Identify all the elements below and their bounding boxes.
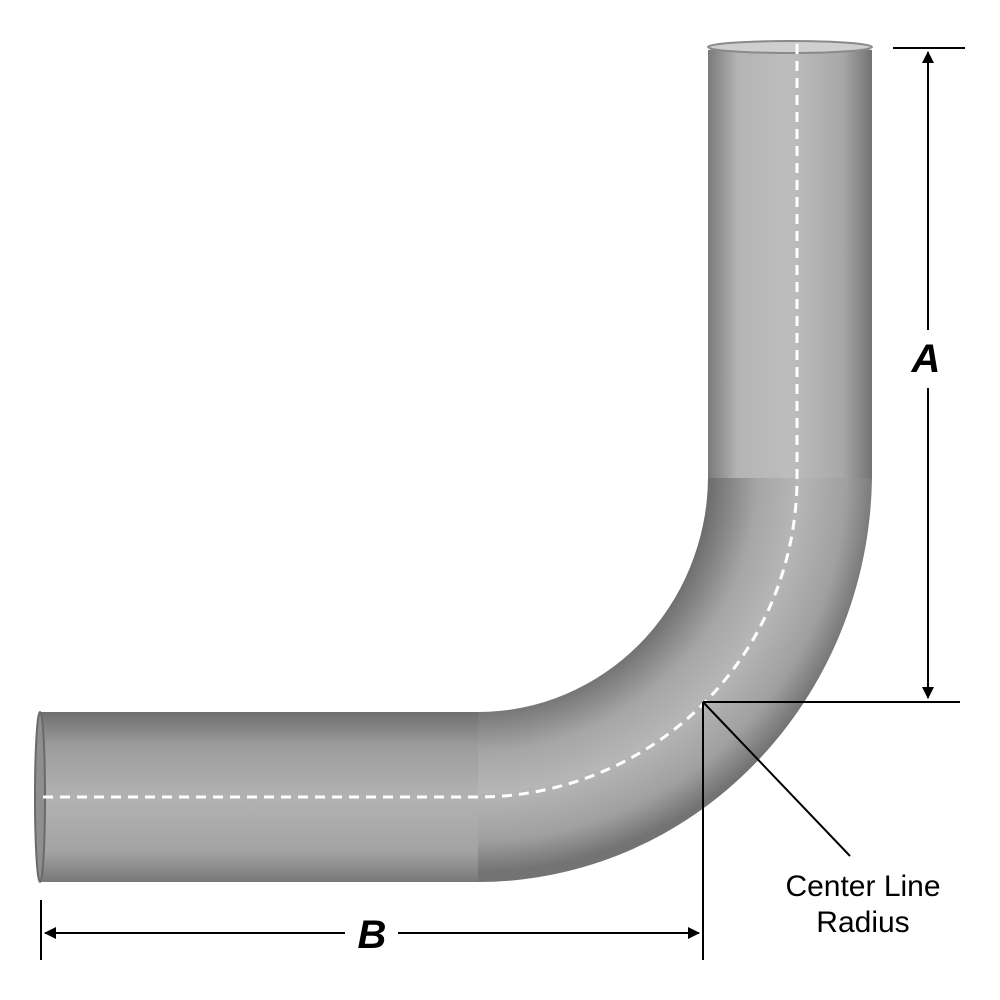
center-line-radius-callout: Center Line Radius — [702, 701, 941, 939]
leader-line — [702, 701, 851, 857]
pipe-top-opening — [707, 40, 873, 54]
pipe-bend — [478, 478, 872, 883]
dimension-a-label: A — [911, 337, 941, 381]
pipe — [34, 40, 873, 883]
dimension-a: A — [703, 47, 965, 703]
pipe-vertical-leg — [708, 44, 872, 478]
callout-label-line1: Center Line — [785, 870, 940, 903]
callout-label-line2: Radius — [816, 906, 909, 939]
dimension-b: B — [40, 702, 704, 960]
dimension-b-label: B — [358, 913, 387, 957]
